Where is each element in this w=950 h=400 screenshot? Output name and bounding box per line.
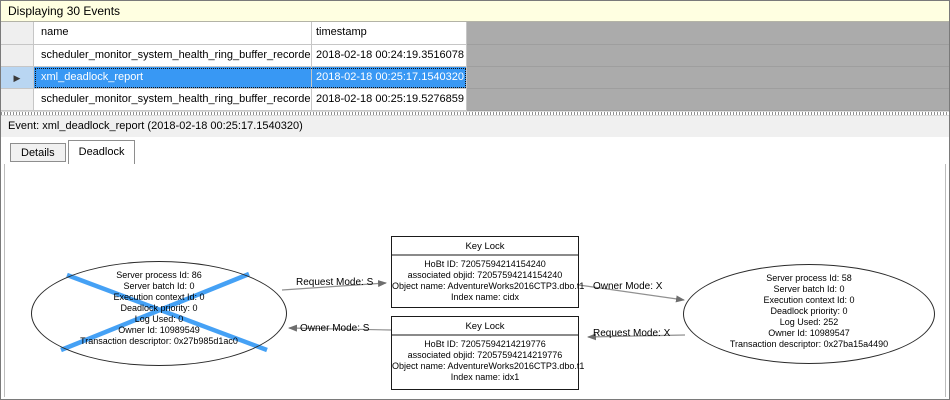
- current-row-arrow-icon: ▶: [13, 73, 21, 83]
- process-node-victim[interactable]: Server process Id: 86 Server batch Id: 0…: [31, 261, 287, 366]
- process-attr: Execution context Id: 0: [763, 295, 855, 305]
- event-summary-bar: Event: xml_deadlock_report (2018-02-18 0…: [1, 116, 949, 137]
- event-timestamp-cell: 2018-02-18 00:25:19.5276859: [312, 89, 467, 111]
- process-attr: Owner Id: 10989547: [768, 328, 850, 338]
- process-attr: Owner Id: 10989549: [118, 325, 200, 335]
- column-header-timestamp[interactable]: timestamp: [312, 22, 467, 45]
- resource-title: Key Lock: [392, 317, 578, 336]
- process-attr: Transaction descriptor: 0x27b985d1ac0: [80, 336, 238, 346]
- detail-tabstrip: Details Deadlock: [1, 137, 949, 164]
- resource-attr: Object name: AdventureWorks2016CTP3.dbo.…: [392, 361, 585, 371]
- tab-details[interactable]: Details: [10, 143, 66, 162]
- resource-attr: HoBt ID: 72057594214219776: [424, 339, 546, 349]
- event-name-cell: xml_deadlock_report: [34, 67, 312, 89]
- resource-attr: Index name: cidx: [450, 292, 520, 302]
- process-attr: Server batch Id: 0: [123, 281, 195, 291]
- grid-header-filler: [467, 22, 949, 45]
- row-selector: [1, 45, 34, 67]
- event-summary-text: Event: xml_deadlock_report (2018-02-18 0…: [8, 120, 303, 132]
- event-timestamp-cell: 2018-02-18 00:25:17.1540320: [312, 67, 467, 89]
- process-attr: Execution context Id: 0: [113, 292, 205, 302]
- deadlock-graph: Server process Id: 86 Server batch Id: 0…: [1, 164, 949, 397]
- event-row[interactable]: scheduler_monitor_system_health_ring_buf…: [1, 45, 949, 67]
- edge-label-owner-s: Owner Mode: S: [300, 323, 370, 334]
- resource-attr: HoBt ID: 72057594214154240: [424, 259, 546, 269]
- grid-row-filler: [467, 89, 949, 111]
- events-count-bar: Displaying 30 Events: [1, 1, 949, 22]
- process-node-survivor[interactable]: Server process Id: 58 Server batch Id: 0…: [683, 264, 935, 364]
- row-selector-header: [1, 22, 34, 45]
- grid-row-filler: [467, 45, 949, 67]
- edge-request-s-line: [281, 280, 387, 291]
- edge-owner-s-line: [288, 324, 392, 332]
- process-attr: Transaction descriptor: 0x27ba15a4490: [729, 339, 889, 349]
- process-attr: Log Used: 252: [779, 317, 839, 327]
- process-attr: Server batch Id: 0: [773, 284, 845, 294]
- resource-title: Key Lock: [392, 237, 578, 256]
- row-selector-current: ▶: [1, 67, 34, 89]
- pane-border-left: [4, 164, 5, 397]
- process-attr: Server process Id: 86: [116, 270, 202, 280]
- edge-owner-x-line: [578, 284, 685, 303]
- events-grid: name timestamp scheduler_monitor_system_…: [1, 22, 949, 111]
- events-count-text: Displaying 30 Events: [8, 4, 121, 18]
- event-name-cell: scheduler_monitor_system_health_ring_buf…: [34, 89, 312, 111]
- event-timestamp-cell: 2018-02-18 00:24:19.3516078: [312, 45, 467, 67]
- grid-row-filler: [467, 67, 949, 89]
- resource-node-keylock-bottom[interactable]: Key Lock HoBt ID: 72057594214219776 asso…: [391, 316, 585, 390]
- event-row-selected[interactable]: ▶ xml_deadlock_report 2018-02-18 00:25:1…: [1, 67, 949, 89]
- resource-attr: Object name: AdventureWorks2016CTP3.dbo.…: [392, 281, 585, 291]
- row-selector: [1, 89, 34, 111]
- resource-attr: associated objid: 72057594214154240: [407, 270, 563, 280]
- edge-label-request-x: Request Mode: X: [593, 328, 671, 339]
- process-attr: Log Used: 0: [134, 314, 184, 324]
- resource-attr: associated objid: 72057594214219776: [407, 350, 563, 360]
- event-row[interactable]: scheduler_monitor_system_health_ring_buf…: [1, 89, 949, 111]
- edge-label-request-s: Request Mode: S: [296, 277, 374, 288]
- edge-request-x-line: [587, 333, 686, 341]
- column-header-name[interactable]: name: [34, 22, 312, 45]
- tab-deadlock[interactable]: Deadlock: [67, 140, 136, 164]
- process-attr: Server process Id: 58: [766, 273, 852, 283]
- grid-header-row: name timestamp: [1, 22, 949, 45]
- grid-splitter[interactable]: [1, 111, 949, 116]
- resource-node-keylock-top[interactable]: Key Lock HoBt ID: 72057594214154240 asso…: [391, 236, 585, 308]
- pane-border-right: [945, 164, 946, 397]
- resource-attr: Index name: idx1: [450, 372, 520, 382]
- event-name-cell: scheduler_monitor_system_health_ring_buf…: [34, 45, 312, 67]
- edge-label-owner-x: Owner Mode: X: [593, 281, 663, 292]
- process-attr: Deadlock priority: 0: [120, 303, 198, 313]
- process-attr: Deadlock priority: 0: [770, 306, 848, 316]
